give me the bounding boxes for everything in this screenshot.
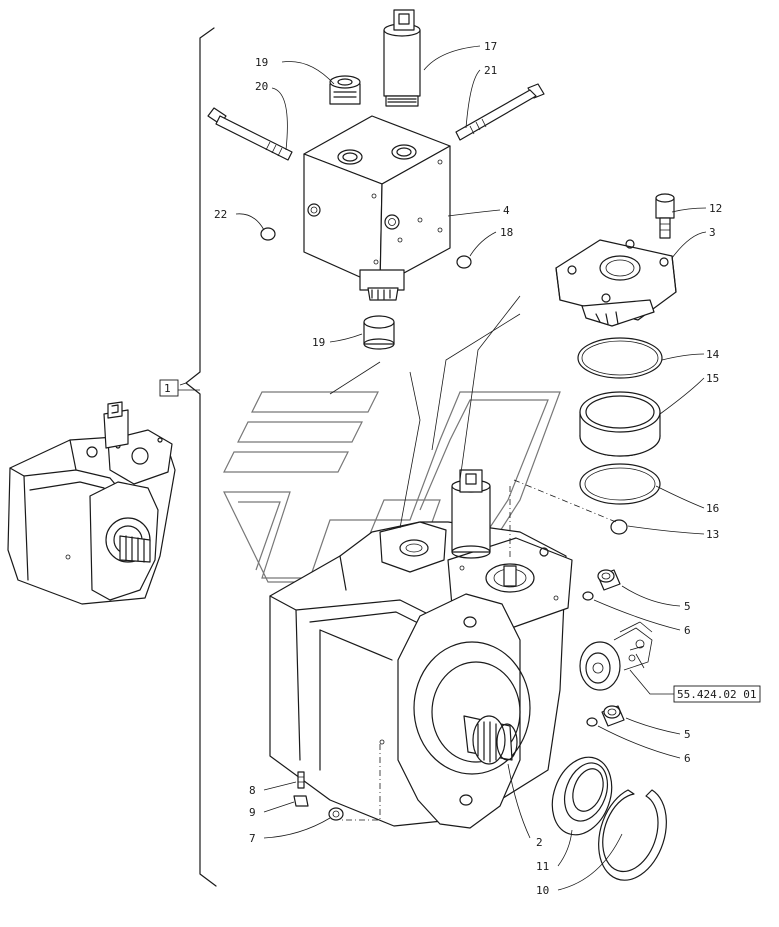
o-ring-18 [456, 255, 472, 269]
callout-12: 12 [709, 202, 722, 215]
cover-flange [555, 239, 677, 327]
callout-1: 1 [159, 379, 179, 397]
reference-label: 55.424.02 01 [677, 688, 756, 701]
circlip-10 [598, 789, 667, 881]
nut-9 [293, 795, 309, 807]
screw-12 [655, 193, 675, 239]
callout-3: 3 [709, 226, 716, 239]
group-bracket [185, 27, 217, 887]
washer-6-upper [582, 591, 594, 601]
reference-box: 55.424.02 01 [673, 685, 761, 703]
plug-7 [328, 807, 344, 821]
callout-22: 22 [214, 208, 227, 221]
bolt-21 [455, 83, 545, 141]
body-solenoid [451, 469, 491, 559]
watermark-logo [223, 391, 561, 583]
overview-pump [7, 401, 176, 605]
solenoid-valve [383, 9, 421, 107]
bushing-15 [579, 391, 661, 457]
callout-17: 17 [484, 40, 497, 53]
main-pump-body [269, 521, 573, 829]
callout-8: 8 [249, 784, 256, 797]
ring-16 [579, 463, 661, 505]
callout-16: 16 [706, 502, 719, 515]
callout-2: 2 [536, 836, 543, 849]
callout-6-upper: 6 [684, 624, 691, 637]
o-ring-22 [260, 227, 276, 241]
plug-19-bottom [363, 315, 395, 350]
leader-lines [178, 45, 707, 891]
o-ring-13 [610, 519, 628, 535]
callout-20: 20 [255, 80, 268, 93]
callout-21: 21 [484, 64, 497, 77]
callout-18: 18 [500, 226, 513, 239]
plug-5-upper [597, 569, 621, 591]
plug-5-lower [601, 705, 625, 727]
callout-6-lower: 6 [684, 752, 691, 765]
shaft-seal-11 [551, 756, 613, 836]
callout-11: 11 [536, 860, 549, 873]
sub-assembly [579, 621, 653, 691]
callout-14: 14 [706, 348, 720, 361]
assembly-line [509, 479, 617, 560]
callout-4: 4 [503, 204, 510, 217]
washer-6-lower [586, 717, 598, 727]
callout-15: 15 [706, 372, 719, 385]
bolt-20 [207, 107, 293, 161]
valve-block [303, 115, 451, 301]
ring-14 [577, 337, 663, 379]
callout-7: 7 [249, 832, 256, 845]
callout-9: 9 [249, 806, 256, 819]
callout-19-top: 19 [255, 56, 268, 69]
callout-19-bottom: 19 [312, 336, 325, 349]
callout-5-lower: 5 [684, 728, 691, 741]
callout-5-upper: 5 [684, 600, 691, 613]
callout-13: 13 [706, 528, 719, 541]
callout-10: 10 [536, 884, 549, 897]
callout-1-label: 1 [164, 382, 171, 395]
screw-8 [297, 771, 305, 789]
plug-19-top [329, 75, 361, 105]
